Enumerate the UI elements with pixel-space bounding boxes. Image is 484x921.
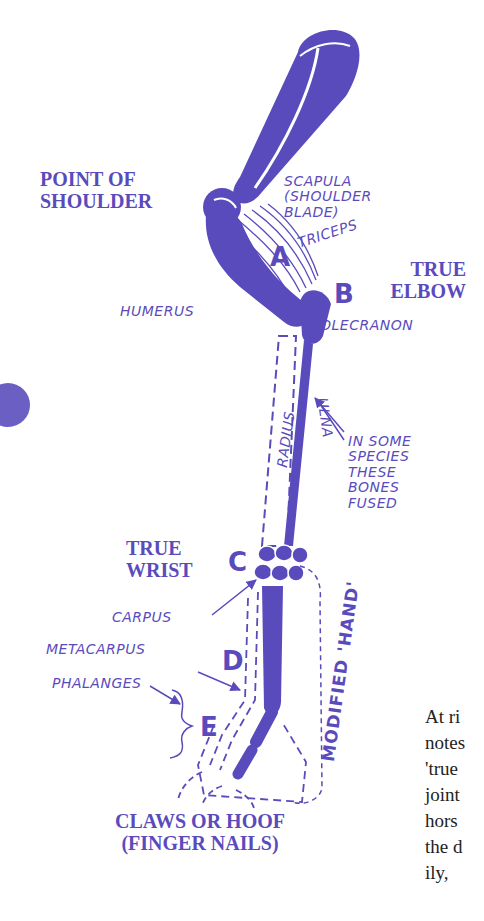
scapula-spine: [255, 48, 318, 188]
body-text: ily,: [425, 863, 484, 882]
part-name: PHALANGES: [52, 676, 172, 691]
part-name: SCAPULA (SHOULDER BLADE): [284, 174, 399, 220]
landmark-label: TRUE WRIST: [126, 537, 226, 581]
part-name: CARPUS: [112, 610, 212, 625]
landmark-label: POINT OF SHOULDER: [40, 168, 205, 212]
body-text: joint: [425, 785, 484, 804]
punch-hole: [0, 383, 30, 427]
hand-outline: [292, 566, 322, 803]
part-name: HUMERUS: [120, 304, 220, 319]
body-text: the d: [425, 837, 484, 856]
part-name: OLECRANON: [320, 318, 430, 333]
callout-letter: E: [200, 713, 230, 742]
phalanx-bone: [256, 712, 272, 742]
region-label: MODIFIED 'HAND': [319, 592, 361, 763]
callout-letter: A: [270, 243, 300, 272]
landmark-label: TRUE ELBOW: [366, 258, 466, 302]
humerus-bone: [206, 210, 310, 327]
phalanx-bone: [238, 750, 252, 774]
landmark-label: CLAWS OR HOOF (FINGER NAILS): [100, 810, 300, 854]
carpal-bones: [254, 545, 308, 581]
body-text: hors: [425, 811, 484, 830]
body-text: 'true: [425, 759, 484, 778]
joint-line: [214, 198, 236, 208]
body-text: notes: [425, 733, 484, 752]
note-text: IN SOME SPECIES THESE BONES FUSED: [348, 434, 443, 511]
olecranon-bone: [300, 290, 331, 344]
part-name: METACARPUS: [46, 642, 196, 657]
body-text: At ri: [425, 707, 484, 726]
scapula-edge: [300, 43, 350, 56]
callout-letter: B: [334, 280, 364, 309]
callout-letter: D: [222, 647, 252, 676]
metacarpal-bone: [262, 586, 283, 715]
callout-letter: C: [228, 548, 258, 577]
claw-outline: [178, 772, 254, 808]
part-name: ULNA: [314, 397, 338, 459]
